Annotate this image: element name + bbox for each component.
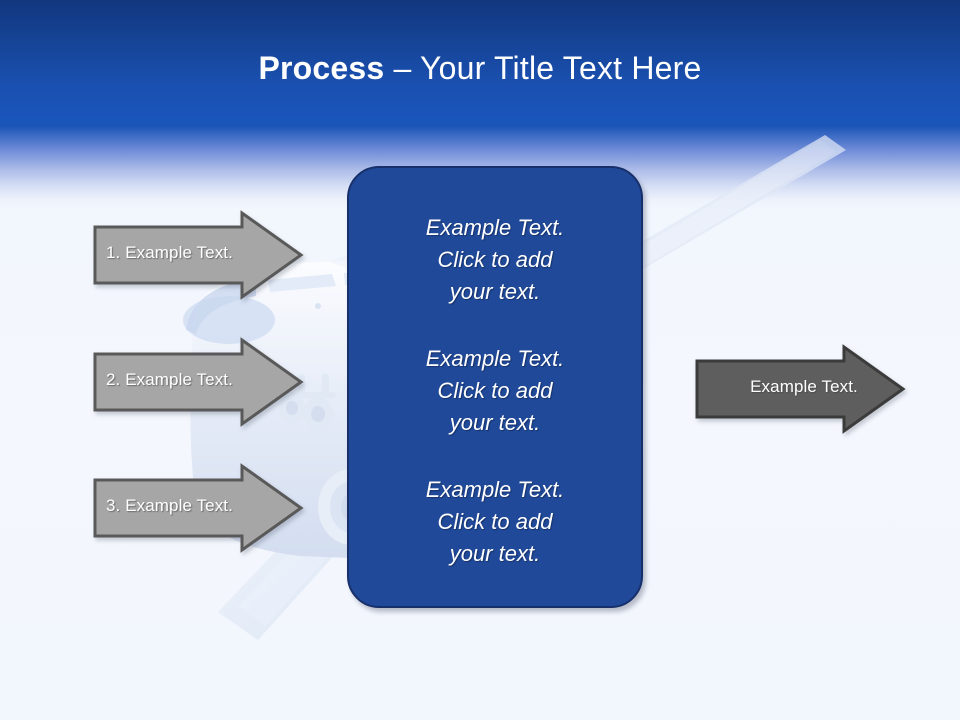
input-arrow-2[interactable]: 2. Example Text. [92, 337, 304, 427]
slide-title-bold: Process [258, 50, 385, 86]
center-box-paragraph-3: Example Text. Click to add your text. [425, 477, 565, 566]
arrow-right-icon [93, 463, 304, 553]
slide-title-regular: – Your Title Text Here [384, 50, 702, 86]
arrow-right-icon [93, 210, 304, 300]
slide-title: Process – Your Title Text Here [0, 48, 960, 88]
center-box-paragraph-1: Example Text. Click to add your text. [425, 215, 565, 304]
arrow-right-icon [695, 344, 906, 434]
input-arrow-3[interactable]: 3. Example Text. [92, 463, 304, 553]
arrow-right-icon [93, 337, 304, 427]
process-center-box[interactable]: Example Text. Click to add your text. Ex… [347, 166, 643, 608]
center-box-paragraph-2: Example Text. Click to add your text. [425, 346, 565, 435]
input-arrow-1[interactable]: 1. Example Text. [92, 210, 304, 300]
output-arrow[interactable]: Example Text. [694, 344, 906, 434]
